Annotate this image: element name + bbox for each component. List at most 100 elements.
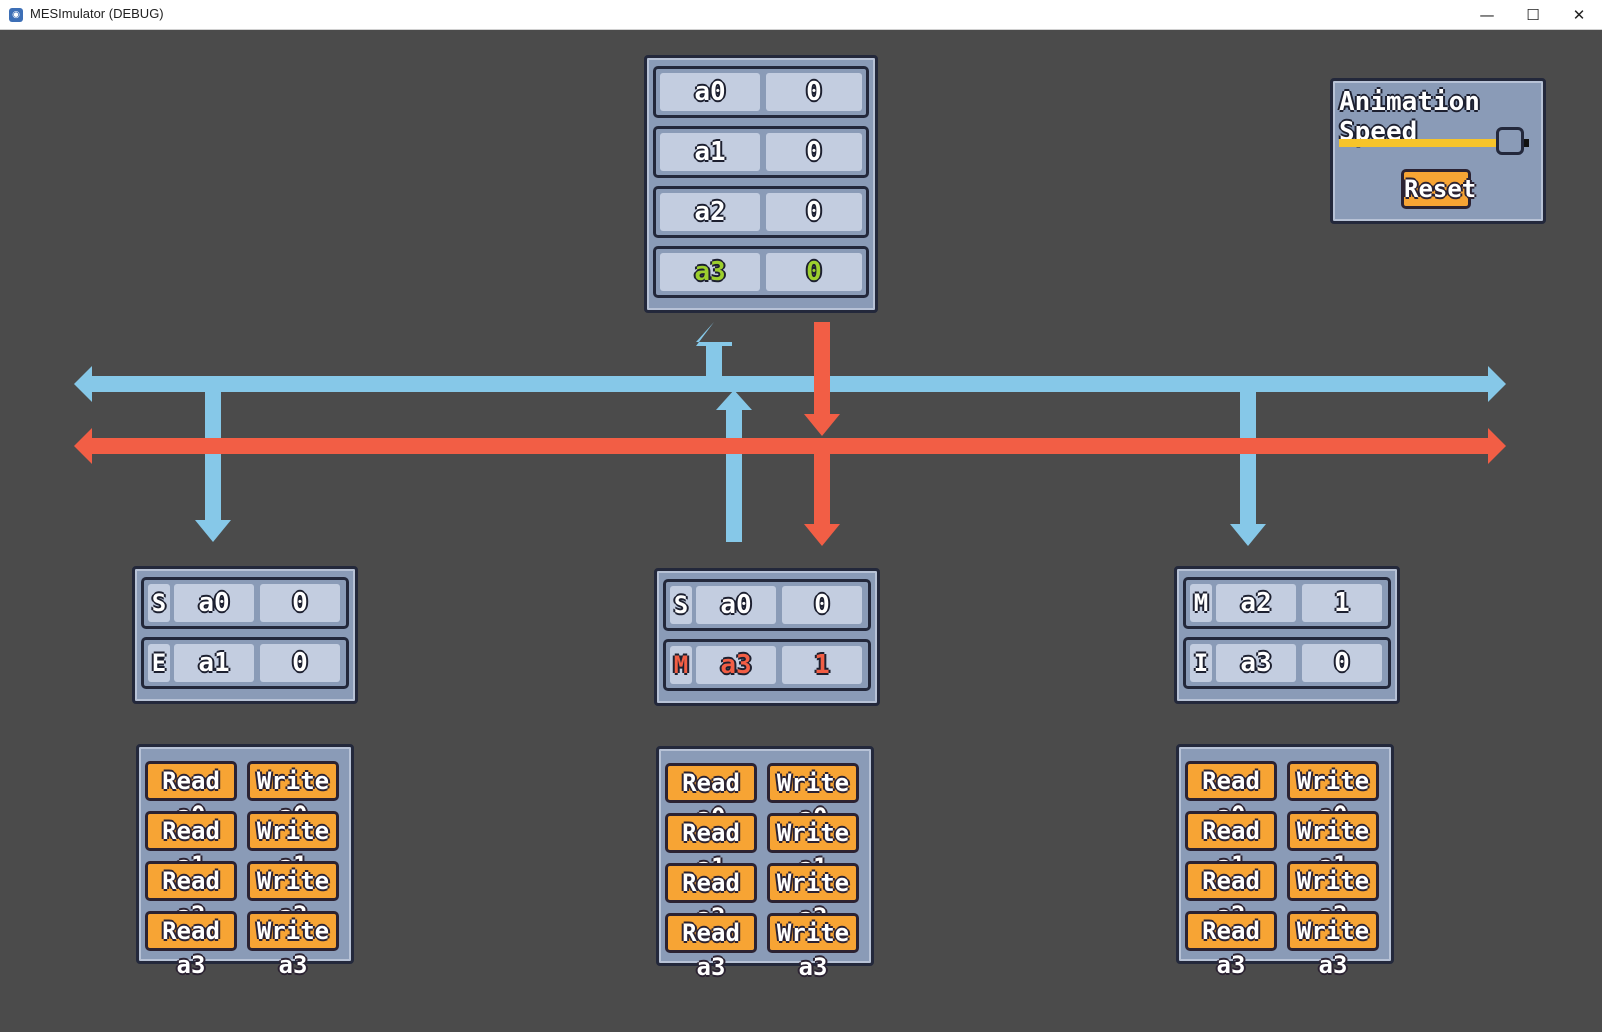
write-a3-button[interactable]: Write a3 — [1287, 911, 1379, 979]
minimize-button[interactable]: — — [1479, 6, 1495, 24]
read-a1-button[interactable]: Read a1 — [665, 813, 757, 881]
write-to-cache-2-line — [814, 452, 830, 524]
read-a3-button[interactable]: Read a3 — [665, 913, 757, 981]
speed-slider-handle[interactable] — [1496, 127, 1524, 155]
cache-line-address: a0 — [174, 584, 254, 622]
read-to-memory-arrow — [696, 322, 732, 346]
cache-line: E a1 0 — [141, 637, 349, 689]
read-bus-arrow-right — [1488, 366, 1506, 402]
write-a3-button[interactable]: Write a3 — [767, 913, 859, 981]
cache-line-address: a0 — [696, 586, 776, 624]
bus-diagram — [74, 322, 1506, 546]
read-a2-button[interactable]: Read a2 — [665, 863, 757, 931]
processor-controls-1: Read a0 Write a0 Read a1 Write a1 Read a… — [136, 744, 354, 979]
write-a0-button[interactable]: Write a0 — [1287, 761, 1379, 829]
cache-line-value: 0 — [260, 584, 340, 622]
read-a0-button[interactable]: Read a0 — [145, 761, 237, 829]
cache-line-address: a3 — [696, 646, 776, 684]
write-a1-button[interactable]: Write a1 — [767, 813, 859, 881]
read-a1-button[interactable]: Read a1 — [1185, 811, 1277, 879]
memory-row: a1 0 — [653, 126, 869, 178]
read-from-cache-2-line — [726, 410, 742, 542]
read-a2-button[interactable]: Read a2 — [145, 861, 237, 929]
memory-value: 0 — [766, 133, 862, 171]
memory-address: a2 — [660, 193, 760, 231]
cache-line-address: a3 — [1216, 644, 1296, 682]
cache-line-state: S — [670, 586, 692, 624]
read-a0-button[interactable]: Read a0 — [665, 763, 757, 831]
cache-line: S a0 0 — [141, 577, 349, 629]
memory-row: a3 0 — [653, 246, 869, 298]
reset-button[interactable]: Reset — [1401, 169, 1476, 209]
close-button[interactable]: ✕ — [1572, 6, 1586, 24]
memory-row: a0 0 — [653, 66, 869, 118]
window-title: MESImulator (DEBUG) — [30, 6, 164, 21]
cache-line-state: S — [148, 584, 170, 622]
write-bus-arrow-right — [1488, 428, 1506, 464]
read-a3-button[interactable]: Read a3 — [145, 911, 237, 979]
cache-line: M a2 1 — [1183, 577, 1391, 629]
cache-line-state: I — [1190, 644, 1212, 682]
memory-address: a0 — [660, 73, 760, 111]
cache-line: S a0 0 — [663, 579, 871, 631]
cache-line-value: 1 — [782, 646, 862, 684]
read-a1-button[interactable]: Read a1 — [145, 811, 237, 879]
write-a3-button[interactable]: Write a3 — [247, 911, 339, 979]
write-a0-button[interactable]: Write a0 — [767, 763, 859, 831]
read-from-cache-2-arrow — [716, 390, 752, 410]
memory-row: a2 0 — [653, 186, 869, 238]
cache-line: I a3 0 — [1183, 637, 1391, 689]
write-from-memory-line — [814, 322, 830, 414]
processor-controls-2: Read a0 Write a0 Read a1 Write a1 Read a… — [656, 746, 874, 981]
cache-line-value: 0 — [260, 644, 340, 682]
cache-line-state: M — [670, 646, 692, 684]
cache-line: M a3 1 — [663, 639, 871, 691]
read-bus — [74, 322, 1506, 546]
write-a2-button[interactable]: Write a2 — [247, 861, 339, 929]
write-to-cache-2-arrow — [804, 524, 840, 546]
cache-line-value: 0 — [782, 586, 862, 624]
memory-address: a1 — [660, 133, 760, 171]
maximize-button[interactable]: ☐ — [1526, 6, 1540, 24]
memory-address: a3 — [660, 253, 760, 291]
animation-speed-title: Animation Speed — [1339, 87, 1480, 147]
memory-value: 0 — [766, 193, 862, 231]
write-a0-button[interactable]: Write a0 — [247, 761, 339, 829]
speed-slider-fill[interactable] — [1339, 139, 1500, 147]
cache-line-value: 1 — [1302, 584, 1382, 622]
cache-line-state: M — [1190, 584, 1212, 622]
write-from-memory-arrow — [804, 414, 840, 436]
animation-speed-panel: Animation Speed Reset — [1330, 78, 1546, 224]
read-to-cache-1-arrow — [195, 520, 231, 542]
read-bus-line — [90, 376, 1490, 392]
memory-value: 0 — [766, 73, 862, 111]
memory-value: 0 — [766, 253, 862, 291]
cache-panel-3: M a2 1 I a3 0 — [1174, 566, 1400, 704]
read-to-cache-3-line — [1240, 390, 1256, 524]
read-to-cache-3-arrow — [1230, 524, 1266, 546]
write-bus-arrow-left — [74, 428, 92, 464]
cache-line-address: a2 — [1216, 584, 1296, 622]
godot-icon: ◉ — [9, 8, 23, 22]
cache-line-address: a1 — [174, 644, 254, 682]
cache-panel-1: S a0 0 E a1 0 — [132, 566, 358, 704]
write-a2-button[interactable]: Write a2 — [1287, 861, 1379, 929]
read-bus-arrow-left — [74, 366, 92, 402]
write-a1-button[interactable]: Write a1 — [247, 811, 339, 879]
write-bus-line — [90, 438, 1490, 454]
read-a2-button[interactable]: Read a2 — [1185, 861, 1277, 929]
read-a0-button[interactable]: Read a0 — [1185, 761, 1277, 829]
write-bus — [74, 322, 1506, 546]
speed-slider-track[interactable] — [1524, 139, 1529, 147]
write-a1-button[interactable]: Write a1 — [1287, 811, 1379, 879]
cache-panel-2: S a0 0 M a3 1 — [654, 568, 880, 706]
cache-line-state: E — [148, 644, 170, 682]
window-titlebar: ◉ MESImulator (DEBUG) — ☐ ✕ — [0, 0, 1602, 30]
write-a2-button[interactable]: Write a2 — [767, 863, 859, 931]
read-to-memory-line — [706, 346, 722, 378]
read-a3-button[interactable]: Read a3 — [1185, 911, 1277, 979]
main-memory-panel: a0 0 a1 0 a2 0 a3 0 — [644, 55, 878, 313]
processor-controls-3: Read a0 Write a0 Read a1 Write a1 Read a… — [1176, 744, 1394, 979]
cache-line-value: 0 — [1302, 644, 1382, 682]
read-to-cache-1-line — [205, 390, 221, 520]
